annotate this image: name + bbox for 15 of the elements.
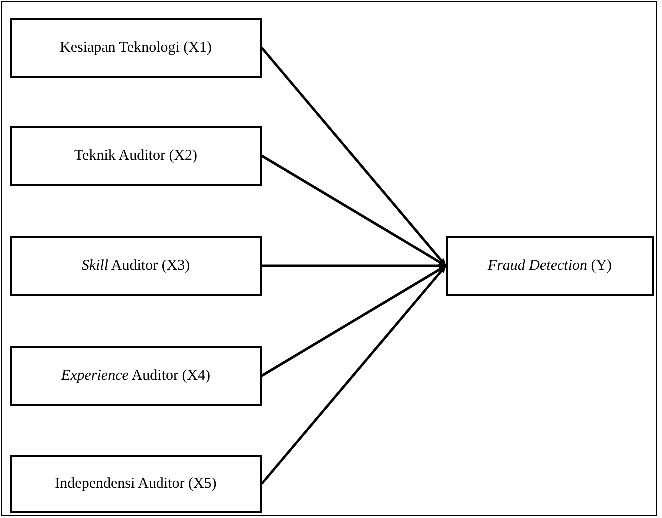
- arrow: [261, 47, 447, 267]
- variable-label: Kesiapan Teknologi (X1): [60, 40, 212, 56]
- variable-box: [10, 455, 262, 513]
- arrow: [262, 262, 446, 270]
- variable-label: Experience Auditor (X4): [61, 368, 211, 384]
- variable-box: [10, 236, 262, 296]
- variable-box: [10, 126, 262, 186]
- variable-label: Teknik Auditor (X2): [74, 148, 198, 164]
- variable-label: Fraud Detection (Y): [488, 258, 612, 274]
- variable-label: Independensi Auditor (X5): [55, 476, 217, 492]
- variable-label: Skill Auditor (X3): [82, 258, 190, 274]
- variable-box: [10, 346, 262, 406]
- arrow: [261, 265, 447, 485]
- variable-box: [10, 18, 262, 78]
- variable-box: [446, 236, 654, 296]
